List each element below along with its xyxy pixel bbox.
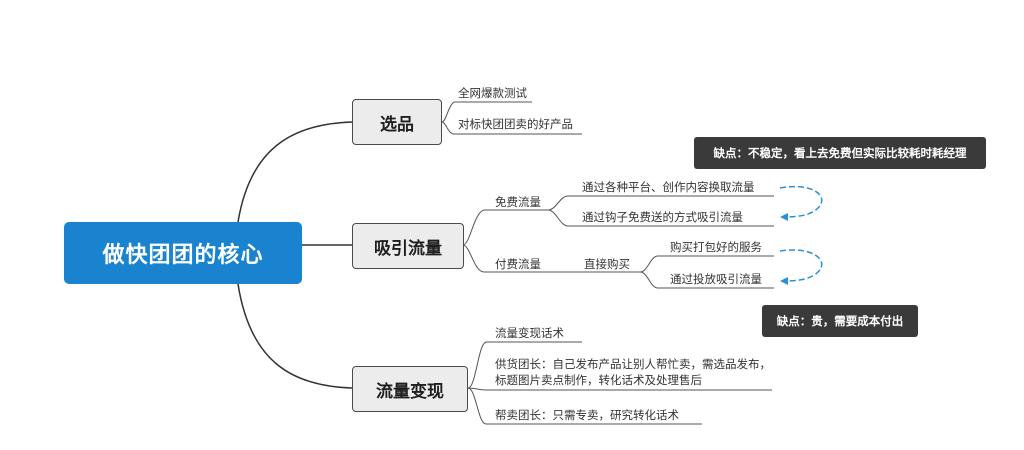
leaf-selection-2[interactable]: 对标快团团卖的好产品 [458, 117, 573, 131]
direct-purchase-node[interactable]: 直接购买 [584, 257, 630, 271]
note-paid-text: 缺点：贵，需要成本付出 [776, 314, 904, 328]
leaf-free-2[interactable]: 通过钩子免费送的方式吸引流量 [582, 210, 743, 224]
branch-selection[interactable]: 选品 [352, 99, 442, 145]
branch-monetize-label: 流量变现 [376, 381, 444, 402]
leaf-monetize-1[interactable]: 流量变现话术 [495, 326, 564, 340]
leaf-selection-1[interactable]: 全网爆款测试 [458, 86, 527, 100]
branch-traffic[interactable]: 吸引流量 [352, 223, 464, 269]
free-traffic-node[interactable]: 免费流量 [495, 195, 541, 209]
paid-traffic-node[interactable]: 付费流量 [495, 257, 541, 271]
note-free-text: 缺点：不稳定，看上去免费但实际比较耗时耗经理 [713, 146, 967, 160]
note-paid-drawback[interactable]: 缺点：贵，需要成本付出 [762, 305, 918, 337]
root-label: 做快团团的核心 [102, 243, 264, 268]
branch-traffic-label: 吸引流量 [374, 238, 442, 259]
branch-monetize[interactable]: 流量变现 [352, 366, 468, 412]
leaf-paid-2[interactable]: 通过投放吸引流量 [670, 272, 762, 286]
leaf-free-1[interactable]: 通过各种平台、创作内容换取流量 [582, 180, 755, 194]
leaf-monetize-2[interactable]: 供货团长：自己发布产品让别人帮忙卖，需选品发布，标题图片卖点制作，转化话术及处理… [495, 357, 771, 387]
root-node[interactable]: 做快团团的核心 [64, 222, 302, 284]
branch-selection-label: 选品 [380, 114, 414, 135]
leaf-monetize-3[interactable]: 帮卖团长：只需专卖，研究转化话术 [495, 408, 679, 422]
note-free-drawback[interactable]: 缺点：不稳定，看上去免费但实际比较耗时耗经理 [694, 137, 986, 169]
leaf-paid-1[interactable]: 购买打包好的服务 [670, 240, 762, 254]
